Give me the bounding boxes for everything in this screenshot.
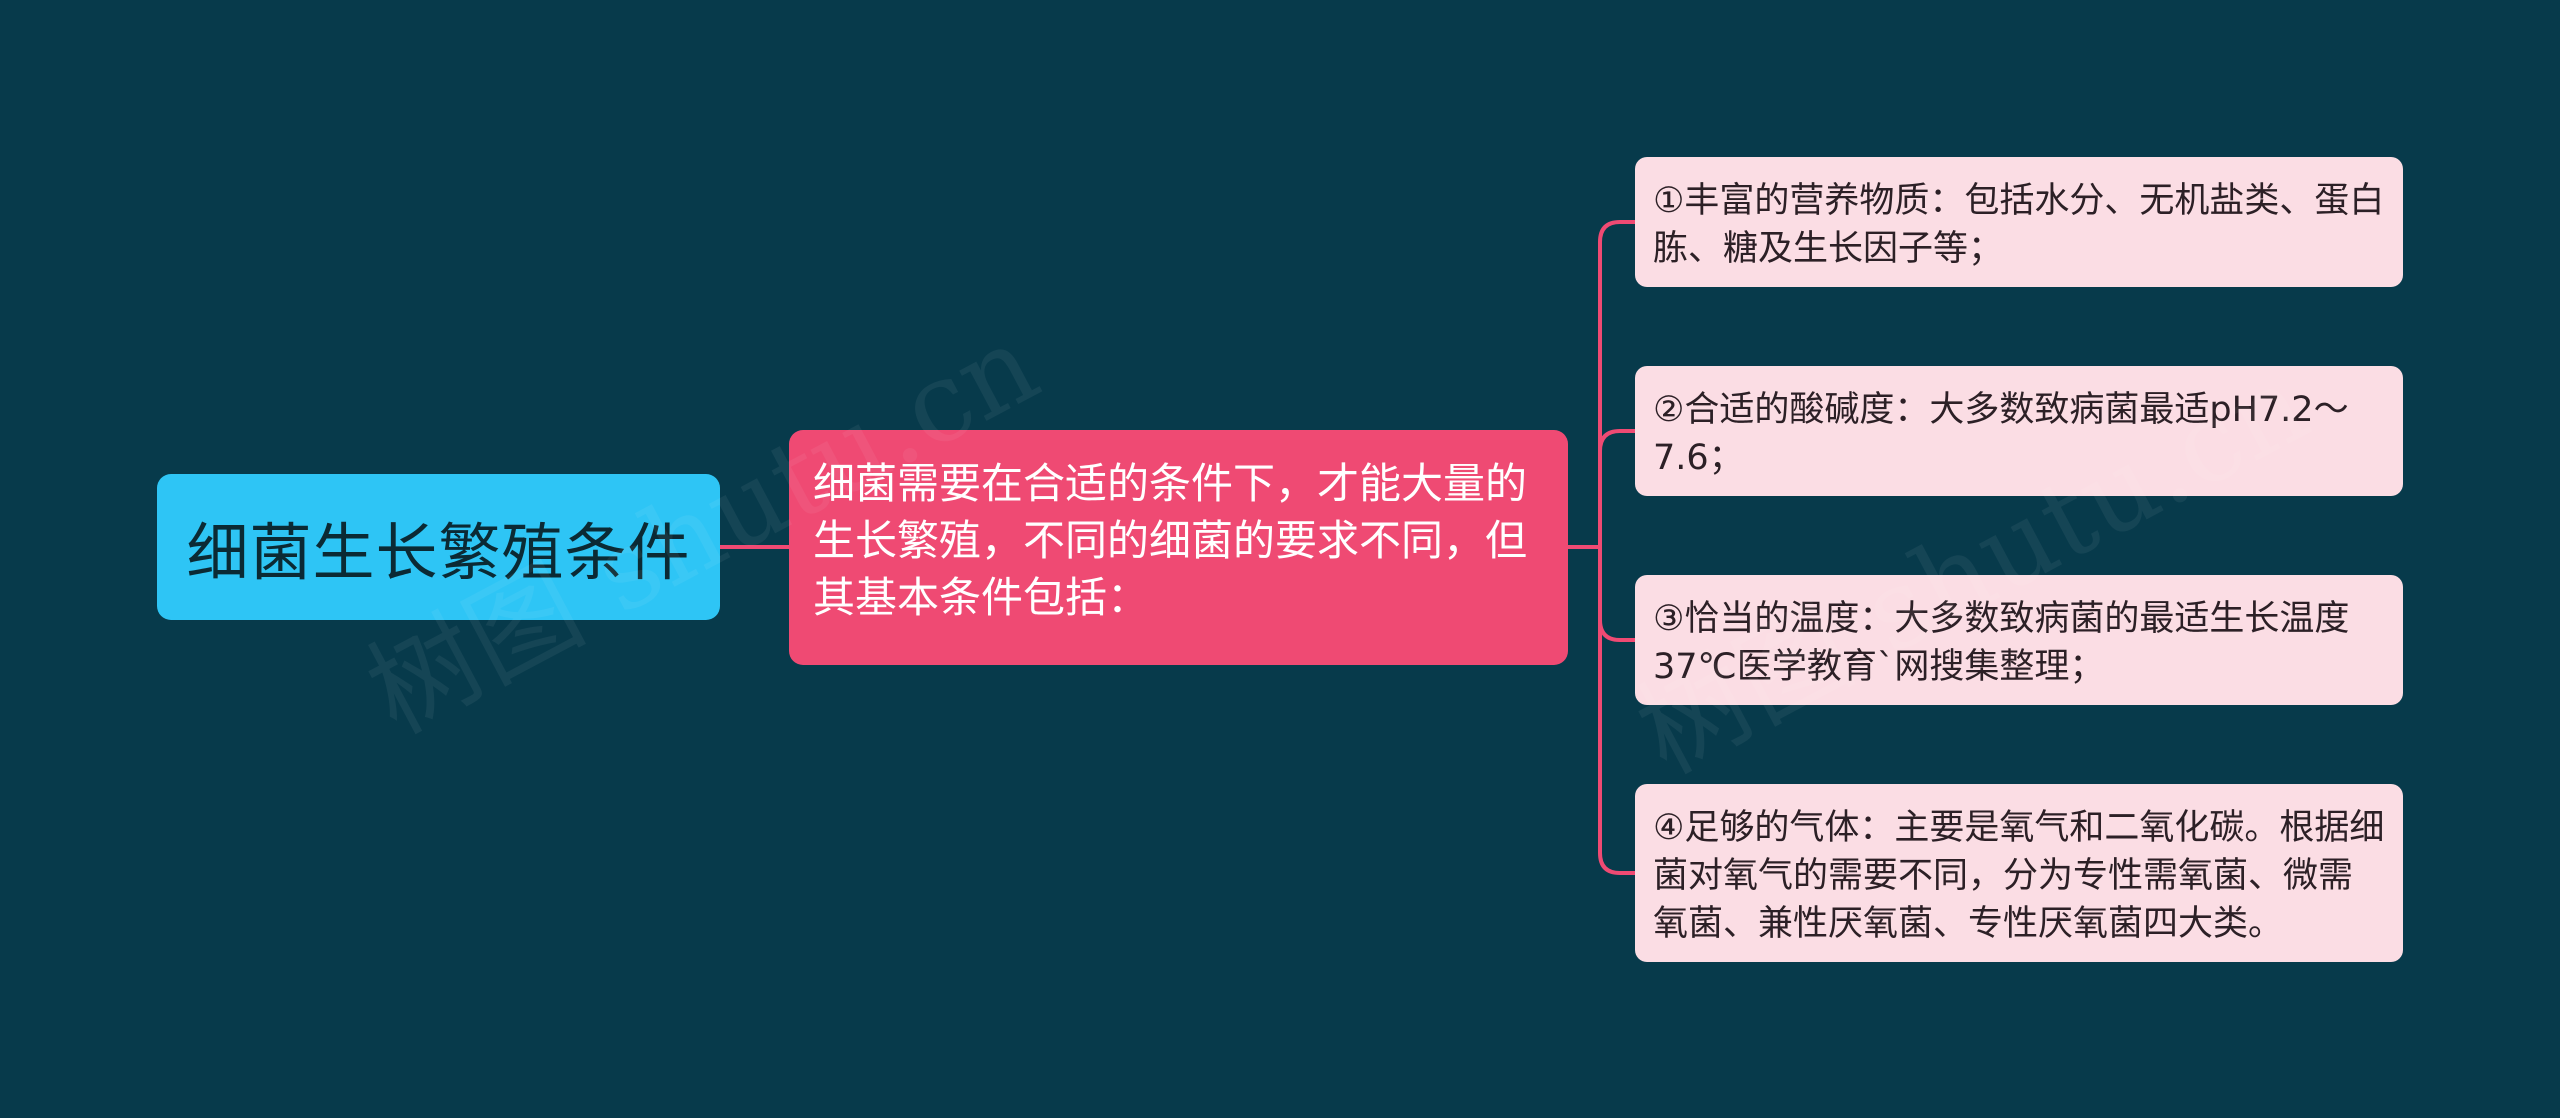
- leaf-node-nutrients[interactable]: ①丰富的营养物质：包括水分、无机盐类、蛋白胨、糖及生长因子等；: [1635, 157, 2403, 287]
- leaf-node-label: ④足够的气体：主要是氧气和二氧化碳。根据细菌对氧气的需要不同，分为专性需氧菌、微…: [1653, 808, 2385, 944]
- connector-leaf-4: [1598, 547, 1635, 875]
- mid-node[interactable]: 细菌需要在合适的条件下，才能大量的生长繁殖，不同的细菌的要求不同，但其基本条件包…: [789, 430, 1568, 665]
- leaf-node-ph[interactable]: ②合适的酸碱度：大多数致病菌最适pH7.2～7.6；: [1635, 366, 2403, 496]
- leaf-node-gas[interactable]: ④足够的气体：主要是氧气和二氧化碳。根据细菌对氧气的需要不同，分为专性需氧菌、微…: [1635, 784, 2403, 962]
- connector-leaf-2: [1598, 429, 1635, 547]
- leaf-node-temperature[interactable]: ③恰当的温度：大多数致病菌的最适生长温度37℃医学教育`网搜集整理；: [1635, 575, 2403, 705]
- root-node[interactable]: 细菌生长繁殖条件: [157, 474, 720, 620]
- mid-node-label: 细菌需要在合适的条件下，才能大量的生长繁殖，不同的细菌的要求不同，但其基本条件包…: [813, 459, 1528, 622]
- root-node-label: 细菌生长繁殖条件: [186, 516, 691, 589]
- leaf-node-label: ①丰富的营养物质：包括水分、无机盐类、蛋白胨、糖及生长因子等；: [1653, 181, 2385, 269]
- leaf-node-label: ③恰当的温度：大多数致病菌的最适生长温度37℃医学教育`网搜集整理；: [1653, 599, 2350, 687]
- connector-leaf-3: [1598, 547, 1635, 642]
- connector-leaf-1: [1598, 220, 1635, 547]
- leaf-node-label: ②合适的酸碱度：大多数致病菌最适pH7.2～7.6；: [1653, 390, 2349, 478]
